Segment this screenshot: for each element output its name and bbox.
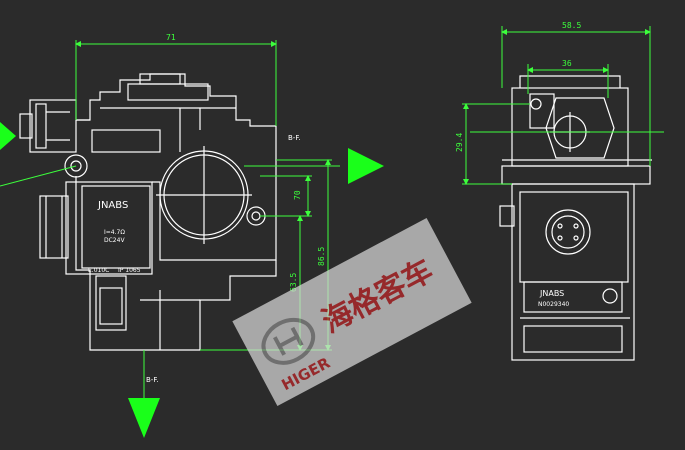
front-nameplate (81, 185, 151, 269)
flow-arrows (0, 122, 384, 438)
lower-body (65, 176, 277, 351)
dim-height-total: 86.5 (317, 247, 326, 266)
outlet-arrow-down-icon (128, 398, 160, 438)
outlet-arrow-right-icon (348, 148, 384, 184)
front-dimensions (0, 40, 340, 400)
coil-housing (39, 195, 69, 259)
port-label-lower: B-F. (146, 376, 158, 384)
front-label-bottom-left: E.010C (88, 267, 109, 274)
main-port (156, 146, 252, 244)
dim-height-upper: 63.5 (289, 273, 298, 292)
upper-body (76, 73, 277, 190)
watermark-background (232, 217, 472, 407)
port-label-upper: B-F. (288, 134, 300, 142)
side-top-body (501, 75, 652, 185)
front-view (19, 73, 277, 351)
dim-side-width: 58.5 (562, 21, 581, 30)
side-dimensions (462, 26, 664, 185)
side-label-code: N0029340 (538, 301, 569, 308)
watermark: HIGER 海格客车 (232, 217, 472, 407)
front-label-name: JNABS (97, 200, 128, 211)
side-label-name: JNABS (539, 289, 564, 298)
dim-port-offset: 70 (293, 190, 302, 200)
front-label-line-2: DC24V (104, 237, 125, 244)
left-inlet-connector (19, 99, 77, 153)
side-lower-body (499, 183, 635, 361)
dim-side-height: 29.4 (455, 133, 464, 152)
inlet-arrow-icon (0, 122, 16, 150)
dim-front-width: 71 (166, 33, 176, 42)
higer-logo-icon (261, 317, 316, 365)
dim-side-inner: 36 (562, 59, 572, 68)
side-view (499, 75, 652, 361)
front-label-line-1: I=4.7Ω (104, 229, 125, 236)
front-label-bottom-right: IP 1065 (118, 267, 141, 274)
